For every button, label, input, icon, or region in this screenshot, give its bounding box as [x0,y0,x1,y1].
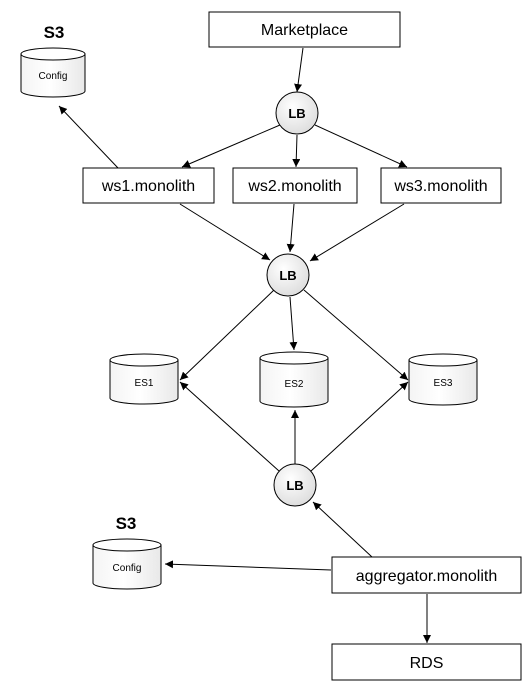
edge-lb-bottom-es1 [179,381,280,472]
edge-aggregator-lb-bottom [312,501,373,558]
edge-lb-bottom-es3 [310,381,409,472]
edge-aggregator-s3 [164,560,332,571]
ws2-box: ws2.monolith [232,167,358,204]
ws2-label: ws2.monolith [247,178,341,195]
ws1-box: ws1.monolith [82,167,215,204]
s3-top-db-label: Config [39,71,68,82]
edges [58,47,431,643]
edge-lb-ws3 [314,124,408,168]
aggregator-box: aggregator.monolith [331,556,522,594]
lb-bottom: LB [273,463,317,507]
rds-label: RDS [410,655,444,672]
lb-middle: LB [266,253,310,297]
lb-top: LB [275,91,319,135]
marketplace-label: Marketplace [261,22,348,39]
lb-top-label: LB [288,106,305,121]
edge-lb-middle-es3 [303,289,409,381]
marketplace-box: Marketplace [208,11,401,48]
es1-database: ES1 [109,353,179,405]
edge-ws3-lb-middle [309,203,405,262]
lb-bottom-label: LB [286,478,303,493]
ws3-box: ws3.monolith [380,167,502,204]
lb-middle-label: LB [279,268,296,283]
es1-label: ES1 [135,378,154,389]
s3-bottom-db-label: Config [113,563,142,574]
edge-ws1-lb-middle [179,203,271,261]
ws1-label: ws1.monolith [101,178,195,195]
es2-database: ES2 [259,351,329,408]
edge-ws2-lb-middle [286,203,295,253]
edge-lb-ws2 [292,134,301,168]
edge-ws1-s3 [58,105,119,169]
es2-label: ES2 [285,379,304,390]
rds-box: RDS [331,643,522,681]
s3-bottom-database: Config [92,538,162,590]
ws3-label: ws3.monolith [393,178,487,195]
s3-top-title: S3 [44,23,65,42]
edge-lb-middle-es2 [289,296,298,351]
aggregator-label: aggregator.monolith [356,568,497,585]
edge-marketplace-lb [294,47,304,93]
s3-bottom-title: S3 [116,514,137,533]
es3-database: ES3 [408,353,478,406]
es3-label: ES3 [434,378,453,389]
edge-lb-ws1 [181,124,281,168]
edge-lb-middle-es1 [179,289,275,381]
s3-top-database: Config [20,47,86,98]
